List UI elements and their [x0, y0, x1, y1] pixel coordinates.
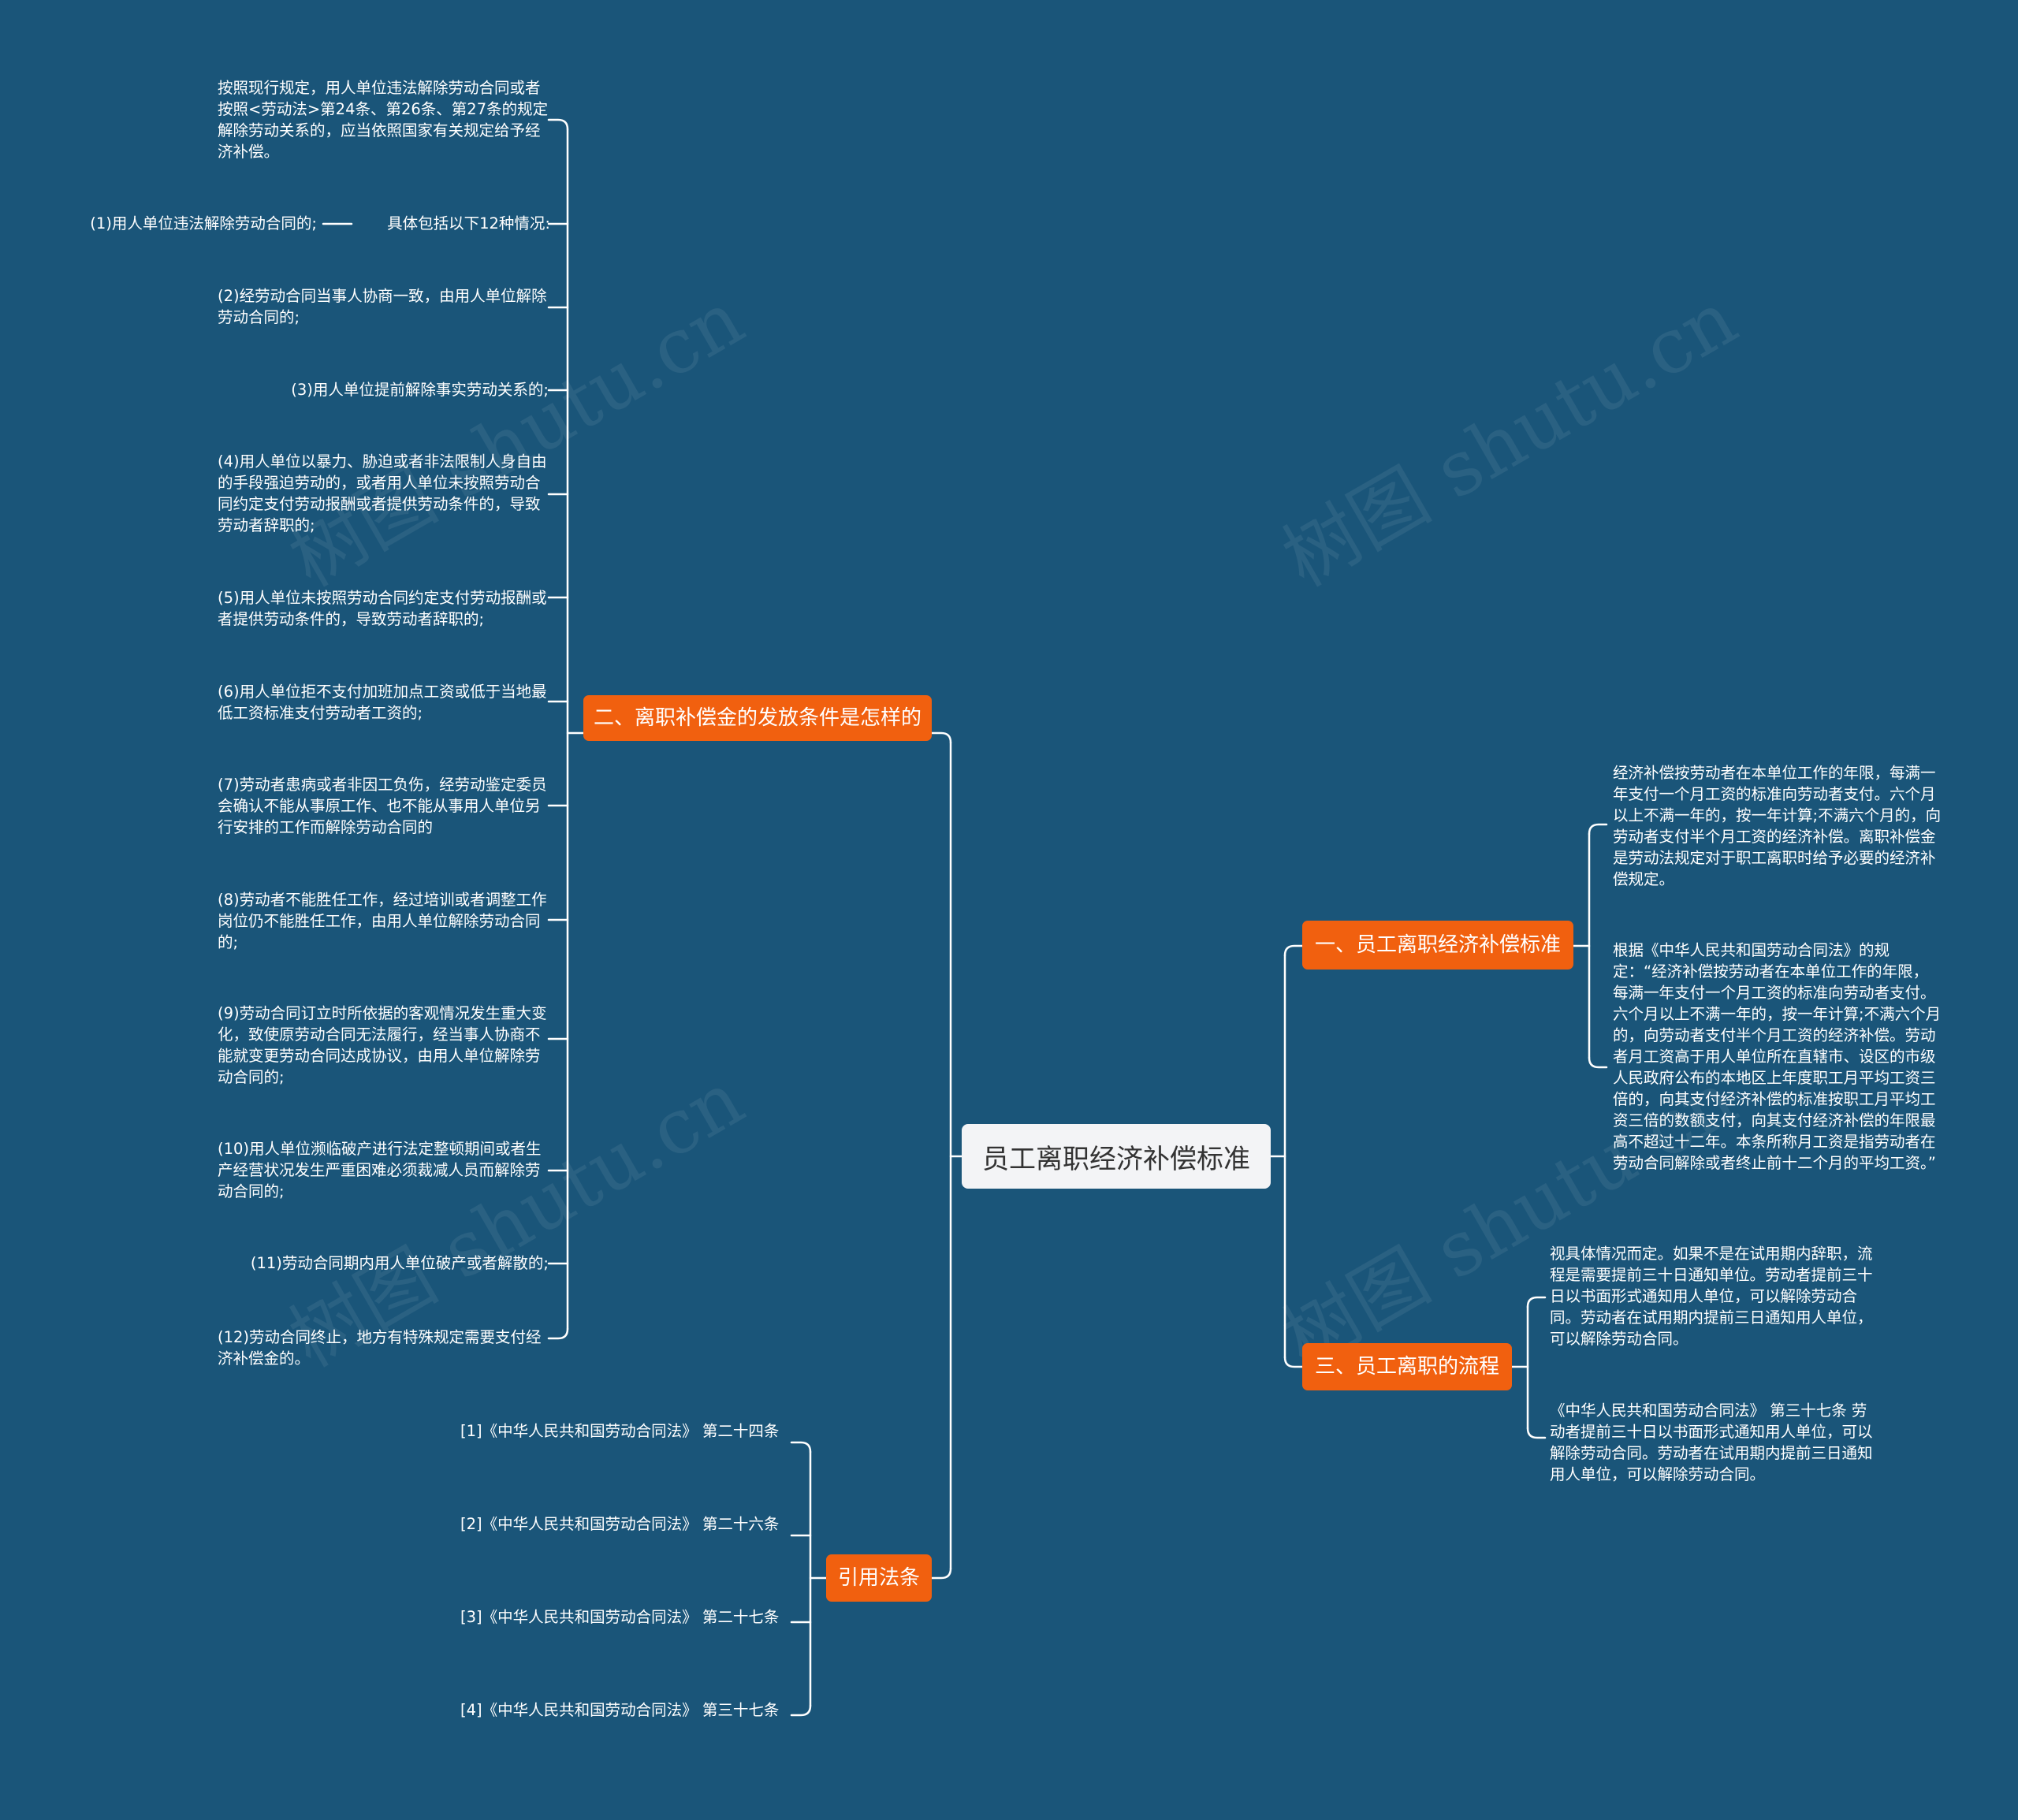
condition-intro: 按照现行规定，用人单位违法解除劳动合同或者按照<劳动法>第24条、第26条、第2…: [218, 79, 549, 161]
condition-item-2: (2)经劳动合同当事人协商一致，由用人单位解除劳动合同的;: [218, 287, 547, 326]
condition-item-1: (1)用人单位违法解除劳动合同的;: [90, 214, 317, 233]
condition-item-5: (5)用人单位未按照劳动合同约定支付劳动报酬或者提供劳动条件的，导致劳动者辞职的…: [218, 589, 547, 628]
process-item-2: 《中华人民共和国劳动合同法》 第三十七条 劳动者提前三十日以书面形式通知用人单位…: [1550, 1401, 1873, 1483]
law-item-2: [2]《中华人民共和国劳动合同法》 第二十六条: [460, 1515, 780, 1533]
condition-item-6: (6)用人单位拒不支付加班加点工资或低于当地最低工资标准支付劳动者工资的;: [218, 683, 547, 722]
law-item-4: [4]《中华人民共和国劳动合同法》 第三十七条: [460, 1701, 780, 1719]
law-item-1: [1]《中华人民共和国劳动合同法》 第二十四条: [460, 1422, 780, 1440]
condition-item-10: (10)用人单位濒临破产进行法定整顿期间或者生产经营状况发生严重困难必须裁减人员…: [218, 1140, 542, 1200]
condition-item-8: (8)劳动者不能胜任工作，经过培训或者调整工作岗位仍不能胜任工作，由用人单位解除…: [218, 891, 547, 951]
branch-standard[interactable]: 一、员工离职经济补偿标准: [1302, 921, 1573, 970]
standard-item-1: 经济补偿按劳动者在本单位工作的年限，每满一年支付一个月工资的标准向劳动者支付。六…: [1613, 764, 1942, 888]
standard-item-2: 根据《中华人民共和国劳动合同法》的规定：“经济补偿按劳动者在本单位工作的年限，每…: [1613, 941, 1942, 1172]
process-item-1: 视具体情况而定。如果不是在试用期内辞职，流程是需要提前三十日通知单位。劳动者提前…: [1550, 1245, 1873, 1348]
condition-item-7: (7)劳动者患病或者非因工负伤，经劳动鉴定委员会确认不能从事原工作、也不能从事用…: [218, 776, 547, 836]
condition-item-9: (9)劳动合同订立时所依据的客观情况发生重大变化，致使原劳动合同无法履行，经当事…: [218, 1004, 547, 1086]
condition-item-12: (12)劳动合同终止，地方有特殊规定需要支付经济补偿金的。: [218, 1328, 542, 1368]
condition-item-4: (4)用人单位以暴力、胁迫或者非法限制人身自由的手段强迫劳动的，或者用人单位未按…: [218, 452, 547, 534]
condition-item-3: (3)用人单位提前解除事实劳动关系的;: [291, 381, 549, 399]
branch-laws[interactable]: 引用法条: [826, 1554, 932, 1602]
branch-conditions[interactable]: 二、离职补偿金的发放条件是怎样的: [583, 695, 932, 741]
root-topic[interactable]: 员工离职经济补偿标准: [962, 1124, 1271, 1189]
condition-item-11: (11)劳动合同期内用人单位破产或者解散的;: [250, 1254, 549, 1272]
law-item-3: [3]《中华人民共和国劳动合同法》 第二十七条: [460, 1608, 780, 1626]
branch-process[interactable]: 三、员工离职的流程: [1302, 1343, 1512, 1390]
twelve-cases-label: 具体包括以下12种情况:: [387, 214, 550, 233]
